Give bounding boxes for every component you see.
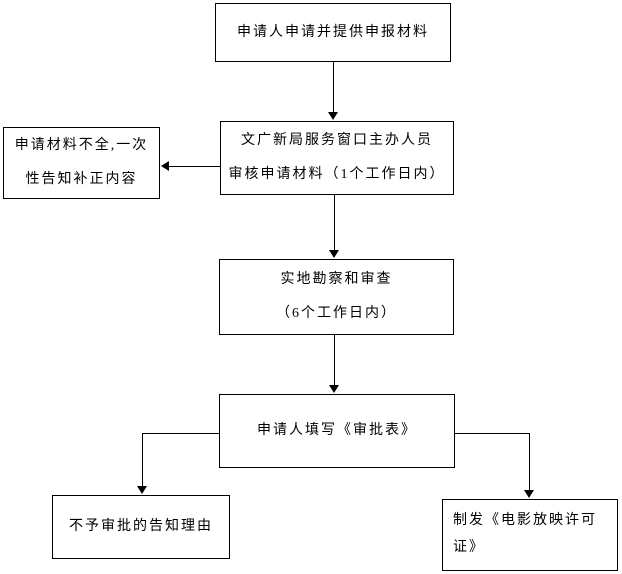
node-incomplete-notice: 申请材料不全,一次 性告知补正内容 — [3, 127, 160, 199]
arrowhead-down-rejection-icon — [137, 486, 147, 494]
node-window-review: 文广新局服务窗口主办人员 审核申请材料（1个工作日内） — [220, 121, 454, 195]
node-applicant-submit: 申请人申请并提供申报材料 — [215, 3, 451, 62]
arrowhead-down-inspection-icon — [329, 250, 339, 258]
node-fill-approval-form: 申请人填写《审批表》 — [219, 394, 455, 468]
node-incomplete-notice-label-1: 申请材料不全,一次 — [14, 138, 149, 153]
arrowhead-down-review-icon — [328, 112, 338, 120]
node-issue-license-label-1: 制发《电影放映许可 — [453, 513, 597, 528]
node-fill-approval-form-label: 申请人填写《审批表》 — [257, 423, 417, 438]
arrowhead-down-form-icon — [329, 385, 339, 393]
connector-review-to-inspection — [334, 195, 335, 250]
connector-submit-to-review — [333, 62, 334, 113]
node-site-inspection-label-1: 实地勘察和审查 — [280, 272, 393, 287]
connector-form-to-license-v — [529, 433, 530, 490]
connector-form-to-rejection-h — [142, 433, 219, 434]
node-window-review-label-2: 审核申请材料（1个工作日内） — [228, 167, 446, 182]
connector-form-to-rejection-v — [142, 433, 143, 487]
node-issue-license-label-2: 证》 — [453, 540, 485, 555]
node-incomplete-notice-label-2: 性告知补正内容 — [25, 172, 138, 187]
node-applicant-submit-label: 申请人申请并提供申报材料 — [237, 24, 429, 40]
connector-review-to-incomplete — [169, 166, 220, 167]
node-rejection-reason: 不予审批的告知理由 — [52, 495, 230, 559]
connector-inspection-to-form — [334, 335, 335, 386]
node-window-review-label-1: 文广新局服务窗口主办人员 — [241, 133, 433, 148]
node-site-inspection: 实地勘察和审查 （6个工作日内） — [219, 259, 454, 335]
arrowhead-left-incomplete-icon — [161, 161, 169, 171]
node-rejection-reason-label: 不予审批的告知理由 — [69, 519, 213, 534]
connector-form-to-license-h — [454, 433, 529, 434]
node-issue-license: 制发《电影放映许可 证》 — [442, 499, 618, 571]
node-site-inspection-label-2: （6个工作日内） — [276, 306, 397, 321]
arrowhead-down-license-icon — [524, 490, 534, 498]
